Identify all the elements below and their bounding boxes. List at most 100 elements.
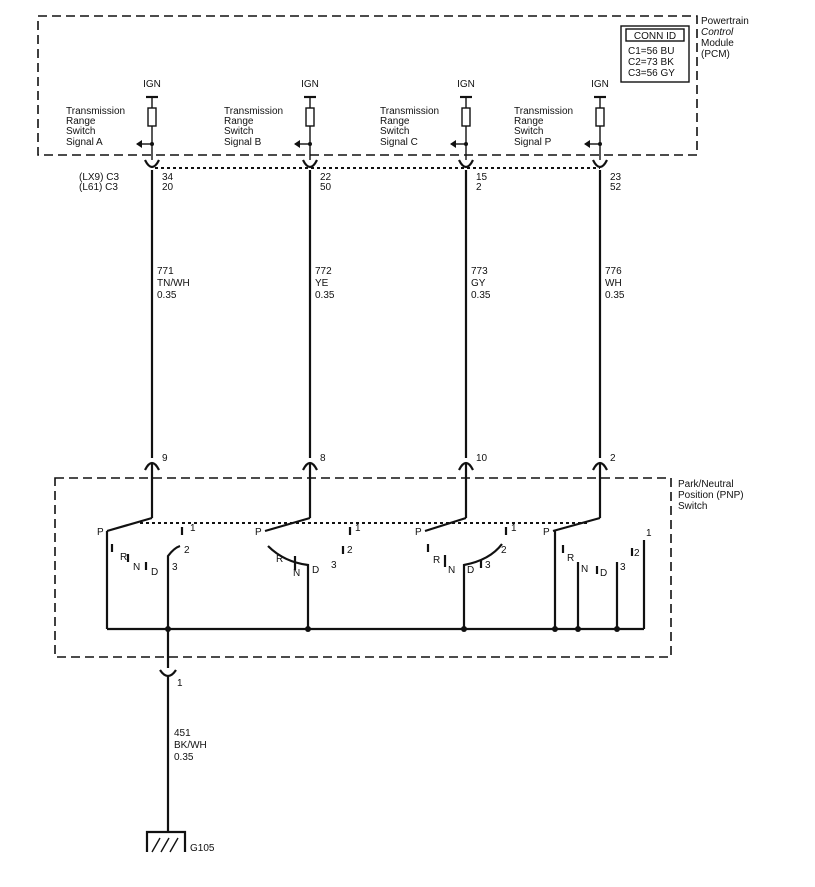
- pcm-label-line: Powertrain: [701, 16, 749, 27]
- pull-up-circuit: [136, 95, 160, 518]
- switch-position-label: N: [581, 564, 588, 575]
- signal-label-line: Switch: [224, 126, 253, 137]
- wire-circuit-number: 772: [315, 266, 332, 277]
- pcm-label: Powertrain Control Module (PCM): [701, 16, 749, 60]
- ground-pin-number: 1: [177, 678, 183, 689]
- ign-label: IGN: [143, 79, 161, 90]
- switch-contact-arc: [267, 545, 310, 629]
- ground-connector: [159, 669, 177, 678]
- conn-id-box: CONN ID C1=56 BU C2=73 BK C3=56 GY: [620, 25, 690, 83]
- switch-position-label: N: [133, 562, 140, 573]
- conn-id-line: C3=56 GY: [628, 68, 675, 79]
- switch-position-label: P: [97, 527, 104, 538]
- switch-wiper: [106, 516, 153, 533]
- signal-label-line: Signal C: [380, 137, 418, 148]
- wire-gauge: 0.35: [157, 290, 177, 301]
- signal-label-line: Transmission: [380, 106, 439, 117]
- signal-label-line: Switch: [380, 126, 409, 137]
- conn-id-line: C2=73 BK: [628, 57, 674, 68]
- switch-position-label: 2: [347, 545, 353, 556]
- variant-label-l61: (L61) C3: [79, 182, 118, 193]
- signal-arrow-icon: [450, 140, 456, 148]
- switch-position-label: 1: [190, 523, 196, 534]
- pnp-boundary: [54, 477, 672, 658]
- signal-label-line: Range: [514, 116, 544, 127]
- pnp-pin-number: 10: [476, 453, 488, 464]
- variant-label-lx9: (LX9) C3: [79, 172, 119, 183]
- pull-up-circuit: [584, 95, 608, 518]
- signal-label-line: Transmission: [514, 106, 573, 117]
- ground-wire-color: BK/WH: [174, 740, 207, 751]
- switch-wiper: [264, 516, 311, 533]
- signal-arrow-icon: [294, 140, 300, 148]
- pcm-label-line: (PCM): [701, 49, 730, 60]
- ground-wire-circuit: 451: [174, 728, 191, 739]
- switch-position-label: R: [433, 555, 440, 566]
- signal-label-line: Switch: [514, 126, 543, 137]
- pcm-pin-lx9: 15: [476, 172, 488, 183]
- switch-position-label: 1: [355, 523, 361, 534]
- pnp-label: Park/Neutral Position (PNP) Switch: [678, 479, 744, 512]
- pull-up-resistor: [305, 107, 315, 127]
- signal-label-line: Transmission: [224, 106, 283, 117]
- pull-up-resistor: [461, 107, 471, 127]
- switch-position-label: 3: [172, 562, 178, 573]
- switch-wiper: [552, 516, 601, 533]
- pcm-connector: [302, 159, 318, 169]
- pull-up-resistor: [147, 107, 157, 127]
- wire-color: WH: [605, 278, 622, 289]
- pnp-label-line: Park/Neutral: [678, 479, 734, 490]
- pull-up-resistor: [595, 107, 605, 127]
- switch-contact-3: [166, 544, 181, 629]
- ign-label: IGN: [457, 79, 475, 90]
- pcm-label-line: Module: [701, 38, 734, 49]
- switch-position-label: 2: [184, 545, 190, 556]
- pcm-pin-l61: 2: [476, 182, 482, 193]
- switch-position-label: D: [151, 567, 158, 578]
- conn-id-line: C1=56 BU: [628, 46, 674, 57]
- ign-label: IGN: [301, 79, 319, 90]
- pnp-pin-number: 2: [610, 453, 616, 464]
- switch-position-label: R: [276, 554, 283, 565]
- switch-position-label: R: [567, 553, 574, 564]
- circuit-column: IGN Transmission Range Switch Signal P 2…: [514, 79, 625, 518]
- signal-label-line: Range: [224, 116, 254, 127]
- ground-symbol: [145, 830, 187, 853]
- pcm-connector: [592, 159, 608, 169]
- signal-label-line: Switch: [66, 126, 95, 137]
- switch-position-label: R: [120, 552, 127, 563]
- pcm-boundary: [37, 15, 698, 156]
- switch-position-label: D: [467, 565, 474, 576]
- switch-position-label: 3: [620, 562, 626, 573]
- switch-position-label: P: [415, 527, 422, 538]
- pcm-connector: [458, 159, 474, 169]
- switch-position-label: N: [448, 565, 455, 576]
- switch-position-label: D: [312, 565, 319, 576]
- pcm-pin-lx9: 34: [162, 172, 174, 183]
- conn-id-title: CONN ID: [634, 31, 676, 42]
- pull-up-circuit: [450, 95, 474, 518]
- pcm-pin-lx9: 22: [320, 172, 332, 183]
- ground-wire-gauge: 0.35: [174, 752, 194, 763]
- signal-label-line: Transmission: [66, 106, 125, 117]
- signal-label-line: Range: [380, 116, 410, 127]
- switch-position-label: 1: [511, 523, 517, 534]
- switch-position-label: 3: [331, 560, 337, 571]
- switch-position-label: N: [293, 568, 300, 579]
- switch-position-label: 3: [485, 560, 491, 571]
- switch-position-label: 2: [634, 548, 640, 559]
- pnp-label-line: Position (PNP): [678, 490, 744, 501]
- pcm-pin-l61: 50: [320, 182, 332, 193]
- wire-gauge: 0.35: [471, 290, 491, 301]
- pcm-pin-lx9: 23: [610, 172, 622, 183]
- switch-position-label: P: [255, 527, 262, 538]
- signal-label-line: Signal B: [224, 137, 262, 148]
- wire-color: GY: [471, 278, 486, 289]
- wire-gauge: 0.35: [605, 290, 625, 301]
- circuit-column: IGN Transmission Range Switch Signal A 3…: [66, 79, 190, 518]
- pnp-pin-number: 8: [320, 453, 326, 464]
- switch-position-label: D: [600, 568, 607, 579]
- pnp-label-line: Switch: [678, 501, 707, 512]
